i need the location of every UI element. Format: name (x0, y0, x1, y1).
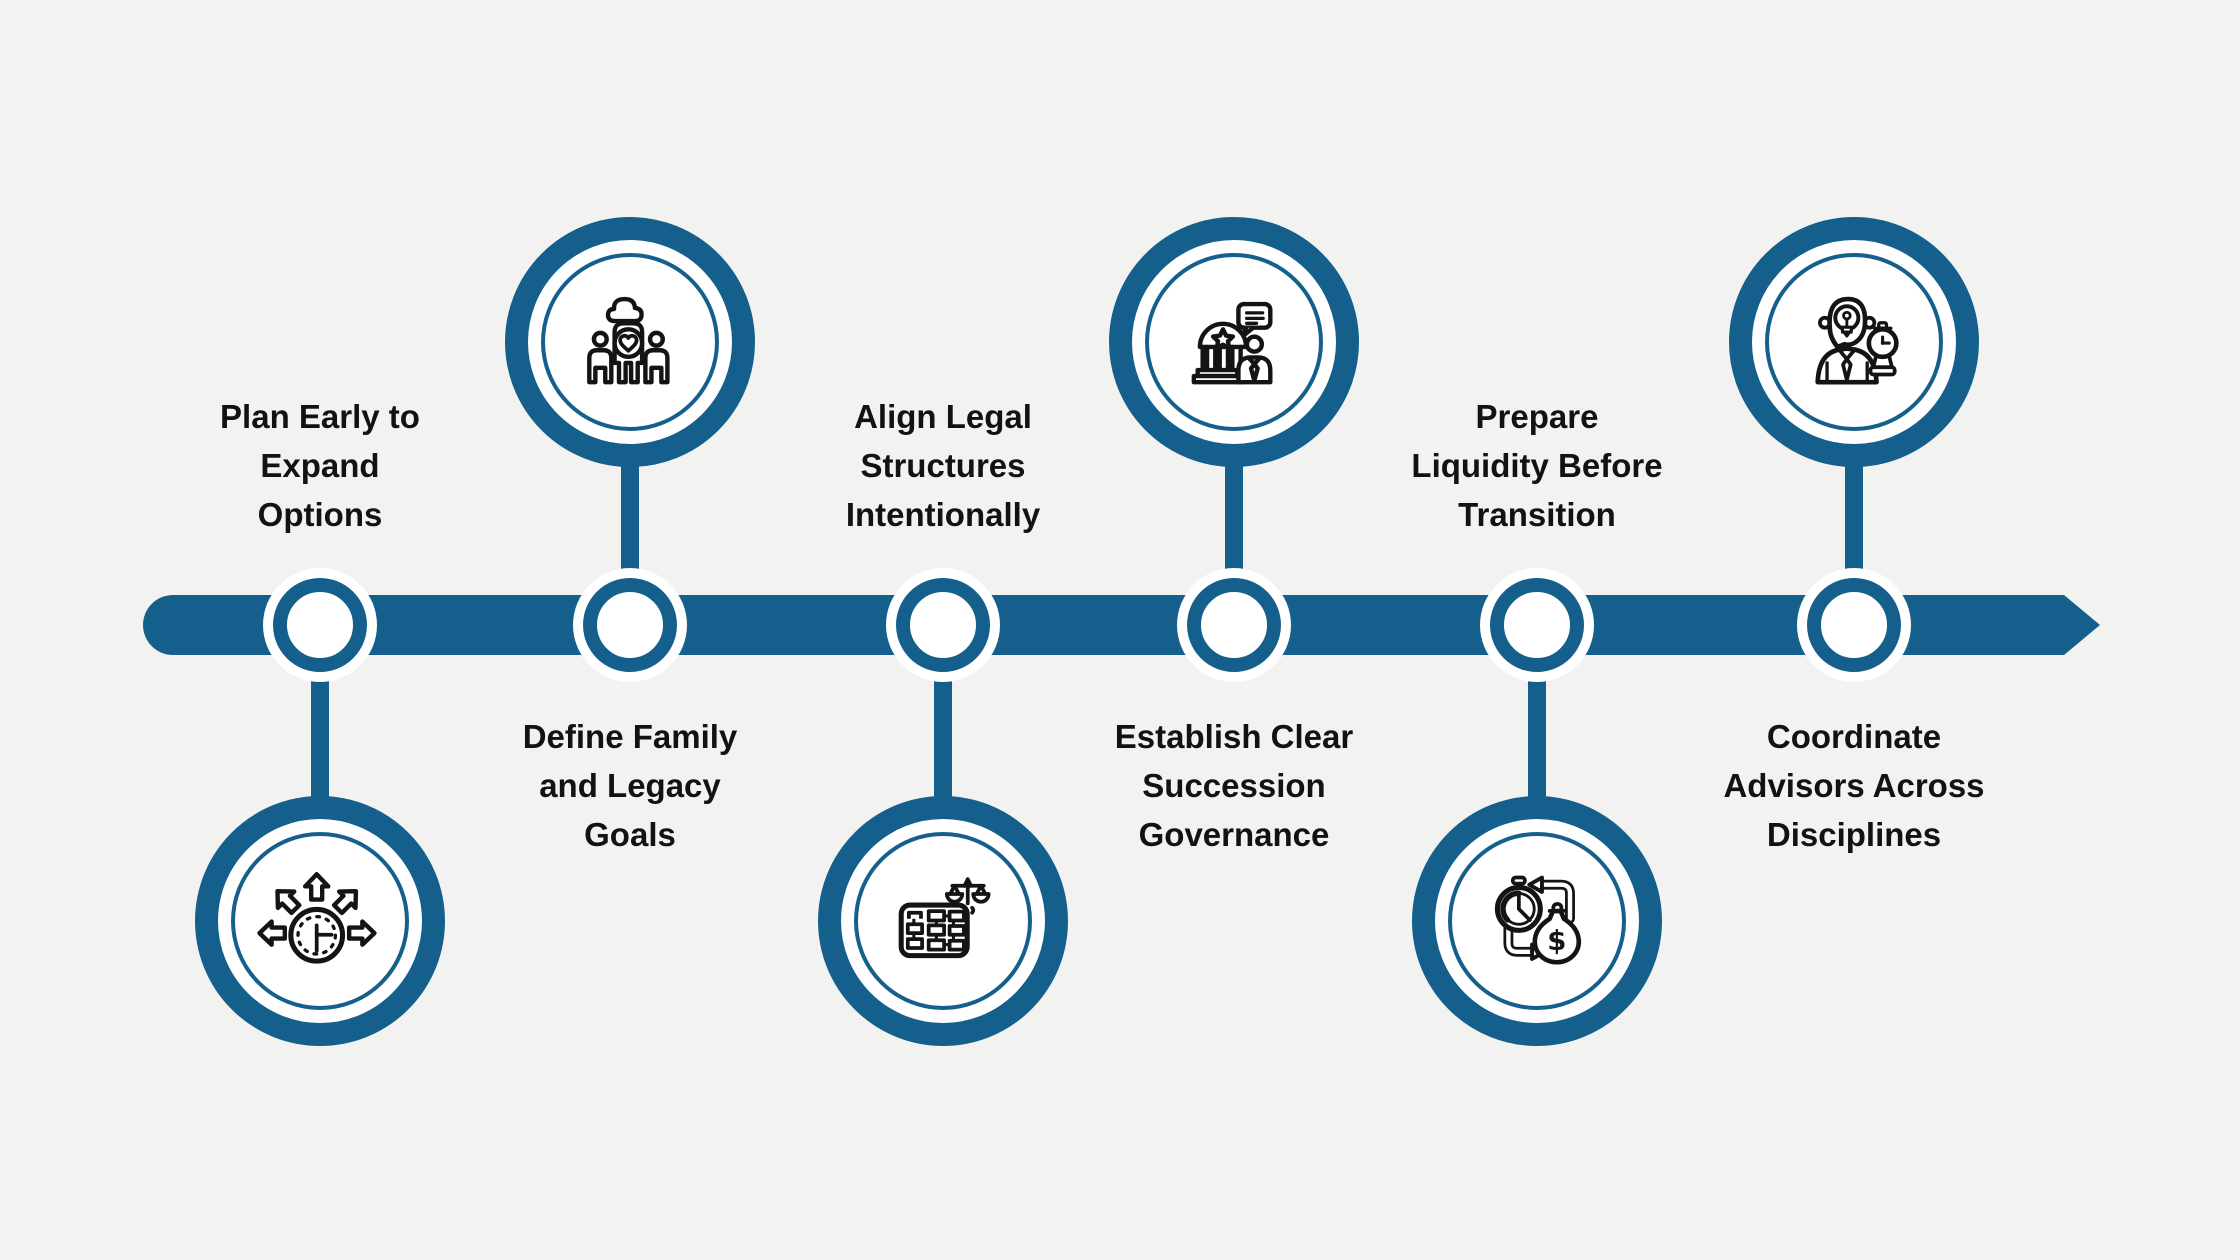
svg-text:$: $ (1547, 925, 1566, 957)
timeline-node-ring (1490, 578, 1584, 672)
step-label: Align Legal Structures Intentionally (845, 398, 1041, 533)
step-label: Define Family and Legacy Goals (522, 718, 738, 853)
org-chart-scales-icon (877, 855, 1009, 987)
step-icon-badge (1729, 217, 1979, 467)
timeline-node (263, 568, 377, 682)
step-label: Prepare Liquidity Before Transition (1411, 398, 1663, 533)
step-icon-badge (505, 217, 755, 467)
timeline-arrowhead-icon (2064, 595, 2100, 655)
stopwatch-money-bag-icon: $ (1471, 855, 1603, 987)
timeline-node (1480, 568, 1594, 682)
timeline-node-ring (1187, 578, 1281, 672)
step-label: Coordinate Advisors Across Disciplines (1723, 718, 1985, 853)
family-heart-icon (564, 276, 696, 408)
timeline-node (573, 568, 687, 682)
timeline-node (886, 568, 1000, 682)
timeline-bar (143, 595, 2064, 655)
timeline-node (1177, 568, 1291, 682)
step-icon-badge (818, 796, 1068, 1046)
timeline-node-ring (896, 578, 990, 672)
clock-expand-arrows-icon (254, 855, 386, 987)
step-label: Plan Early to Expand Options (220, 398, 420, 533)
timeline-node (1797, 568, 1911, 682)
bank-advisor-speech-icon (1168, 276, 1300, 408)
timeline-node-ring (583, 578, 677, 672)
timeline-node-ring (1807, 578, 1901, 672)
timeline-node-ring (273, 578, 367, 672)
person-lightbulb-clock-icon (1788, 276, 1920, 408)
step-label: Establish Clear Succession Governance (1114, 718, 1354, 853)
